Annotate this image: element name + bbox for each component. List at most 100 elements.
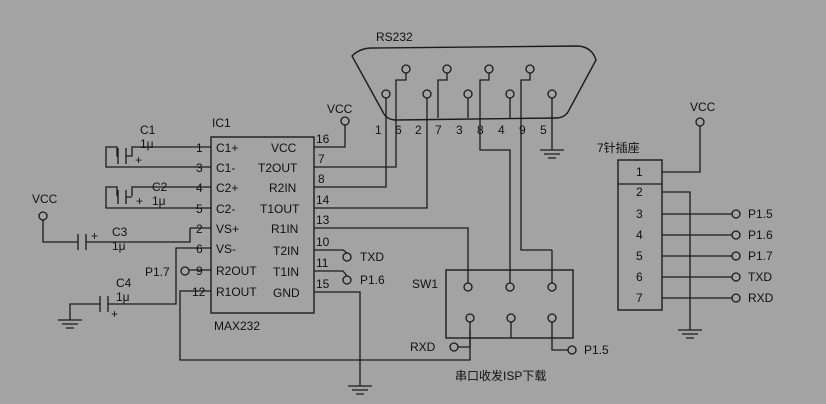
- rxd-wire-sw: [458, 338, 471, 348]
- ic-pin-name: R2OUT: [216, 264, 257, 278]
- c1-ref: C1: [140, 123, 156, 137]
- c4-plus: +: [111, 307, 118, 321]
- ic-pin-number: 2: [196, 222, 203, 236]
- ic-pin-name: R2IN: [269, 181, 296, 195]
- db9-pin-number: 9: [519, 123, 526, 137]
- sw1-leads: [467, 240, 553, 338]
- p15-label-sw: P1.5: [584, 343, 609, 357]
- ic-pin-name: GND: [273, 286, 300, 300]
- c3-ref: C3: [112, 225, 128, 239]
- c3-wires: [42, 220, 191, 243]
- ic-pin-number: 14: [316, 193, 330, 207]
- ic-pin-name: T2IN: [273, 244, 299, 258]
- header-signal-label: P1.7: [748, 249, 773, 263]
- header-signal-label: TXD: [748, 270, 772, 284]
- db9-pin-number: 1: [375, 123, 382, 137]
- ic-left-pins: [190, 146, 211, 292]
- ic-pin-number: 3: [196, 161, 203, 175]
- header-signal-label: RXD: [748, 291, 774, 305]
- vcc-c3-label: VCC: [32, 192, 58, 206]
- c1-plates: [116, 148, 133, 164]
- c2-plus: +: [136, 194, 143, 208]
- header-pin-number: 6: [636, 270, 643, 284]
- p17-terminal: [180, 266, 190, 276]
- c3-plates: [77, 234, 87, 250]
- ic-pin-name: T1IN: [273, 265, 299, 279]
- c1-wires: [105, 146, 190, 168]
- header-signal-wires: [662, 213, 732, 299]
- max232-body: [210, 136, 315, 314]
- header-pin-number: 4: [636, 228, 643, 242]
- header-terminal: [731, 209, 741, 219]
- ic-pin-name: R1OUT: [216, 285, 257, 299]
- ic-pin-name: T1OUT: [260, 202, 300, 216]
- ic-pin-name: VCC: [271, 141, 297, 155]
- header-pin-number: 3: [636, 207, 643, 221]
- ic-pin-name: C1-: [216, 161, 235, 175]
- c4-wires: [58, 247, 190, 329]
- ic-pin-number: 13: [316, 213, 330, 227]
- ic-pin-number: 5: [196, 202, 203, 216]
- ic-pin-name: C1+: [216, 141, 238, 155]
- ic-pin-number: 11: [316, 256, 329, 270]
- db9-pin-number: 3: [456, 123, 463, 137]
- header-pin-number: 7: [636, 291, 643, 305]
- r2in-to-db9: [338, 118, 387, 188]
- c2-plates: [117, 190, 132, 204]
- vcc-header-label: VCC: [690, 100, 716, 114]
- header-pin-number: 5: [636, 249, 643, 263]
- p16-wire: [338, 270, 348, 277]
- header-signal-label: P1.5: [748, 207, 773, 221]
- ic-ground-symbol: [338, 291, 372, 395]
- c3-value: 1μ: [112, 239, 126, 253]
- ic-pin-name: T2OUT: [258, 161, 298, 175]
- ic-pin-number: 9: [196, 264, 203, 278]
- db9-pin-number: 2: [415, 123, 422, 137]
- header-ground-symbol: [662, 191, 702, 339]
- ic-pin-name: C2+: [216, 181, 238, 195]
- db9-pin-number: 6: [395, 123, 402, 137]
- txd-wire: [338, 249, 348, 254]
- ic-pin-number: 6: [196, 242, 203, 256]
- c2-wires: [105, 186, 190, 209]
- p17-label: P1.7: [145, 265, 170, 279]
- t2out-to-db9: [338, 118, 397, 168]
- ic-right-pins: [314, 146, 338, 293]
- c4-plates: [99, 296, 109, 312]
- ic-pin-name: VS-: [216, 242, 236, 256]
- db9-ground-symbol: [540, 118, 564, 159]
- ic-pin-number: 10: [316, 235, 330, 249]
- ic-pin-number: 7: [318, 152, 325, 166]
- rxd-label-sw: RXD: [410, 340, 436, 354]
- header-terminal: [731, 272, 741, 282]
- ic-pin-number: 1: [196, 141, 203, 155]
- txd-label: TXD: [360, 250, 384, 264]
- vcc-wire: [338, 125, 346, 148]
- c3-plus: +: [91, 229, 98, 243]
- r1out-to-switch: [179, 290, 471, 361]
- ic-pin-number: 8: [318, 172, 325, 186]
- db9-pin-number: 4: [498, 123, 505, 137]
- header-terminal: [731, 251, 741, 261]
- ic-pin-name: VS+: [216, 222, 239, 236]
- ic-pin-name: C2-: [216, 202, 235, 216]
- header-title: 7针插座: [597, 140, 640, 155]
- header-terminal: [731, 293, 741, 303]
- ic-pin-number: 12: [192, 285, 206, 299]
- db9-to-switch-wire: [479, 118, 511, 240]
- p15-wire-sw: [551, 338, 568, 351]
- p16-label: P1.6: [360, 273, 385, 287]
- c4-value: 1μ: [116, 290, 130, 304]
- ic-pin-number: 15: [316, 277, 330, 291]
- db9-connector-shell: [351, 45, 597, 121]
- t1out-to-db9: [338, 118, 428, 209]
- header-terminal: [731, 230, 741, 240]
- vcc-label: VCC: [327, 102, 353, 116]
- ic-pin-number: 16: [316, 132, 330, 146]
- sw1-ref: SW1: [412, 277, 438, 291]
- db9-label: RS232: [376, 30, 413, 44]
- ic-ref-label: IC1: [212, 116, 231, 130]
- ic-pin-number: 4: [196, 181, 203, 195]
